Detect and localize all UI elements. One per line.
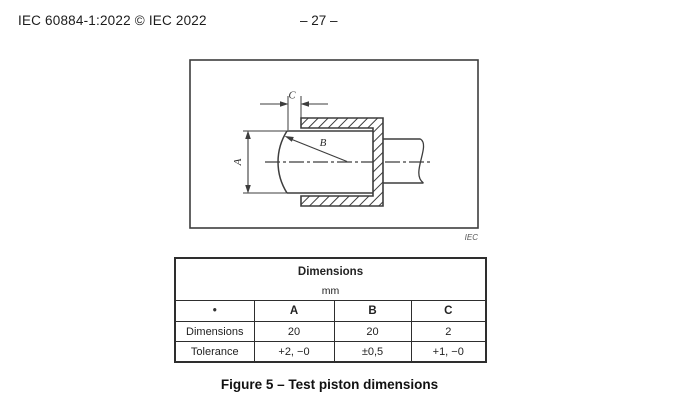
col-header-b: B bbox=[333, 300, 412, 322]
dim-c-arrow-right bbox=[280, 101, 289, 107]
table-row: Dimensions 20 20 2 bbox=[174, 321, 487, 342]
row-label: Dimensions bbox=[174, 321, 255, 342]
sleeve-section-hatched bbox=[300, 117, 384, 207]
cell-a: 20 bbox=[253, 321, 335, 342]
table-unit: mm bbox=[321, 284, 340, 297]
table-title-cell: Dimensions mm bbox=[174, 257, 487, 301]
shaft-break-line bbox=[418, 138, 425, 184]
cell-c: 2 bbox=[410, 321, 487, 342]
dim-c-label: C bbox=[288, 91, 296, 102]
dim-a-arrow-up bbox=[245, 130, 251, 139]
row-label: Tolerance bbox=[174, 341, 255, 363]
dim-b-arrow bbox=[284, 136, 294, 142]
dim-a-label: A bbox=[232, 158, 244, 166]
dim-a-arrow-down bbox=[245, 185, 251, 194]
dim-b-leader bbox=[291, 138, 348, 163]
dimensions-table: Dimensions mm • A B C Dimensions 20 20 2… bbox=[174, 257, 487, 363]
piston-rounded-tip bbox=[277, 130, 288, 194]
dim-c-arrow-left bbox=[300, 101, 309, 107]
test-piston-figure: A C B IEC bbox=[189, 59, 479, 242]
table-title: Dimensions bbox=[297, 265, 364, 278]
table-header-row: • A B C bbox=[174, 300, 487, 322]
col-header-corner: • bbox=[174, 300, 255, 322]
figure-frame bbox=[189, 59, 479, 229]
figure-caption: Figure 5 – Test piston dimensions bbox=[220, 377, 439, 392]
col-header-c: C bbox=[410, 300, 487, 322]
cell-a: +2, −0 bbox=[253, 341, 335, 363]
iec-credit: IEC bbox=[465, 233, 479, 242]
cell-c: +1, −0 bbox=[410, 341, 487, 363]
cell-b: ±0,5 bbox=[333, 341, 412, 363]
page-number: – 27 – bbox=[300, 13, 338, 28]
cell-b: 20 bbox=[333, 321, 412, 342]
document-reference: IEC 60884-1:2022 © IEC 2022 bbox=[18, 13, 207, 28]
col-header-a: A bbox=[253, 300, 335, 322]
dim-b-label: B bbox=[320, 137, 327, 149]
table-row: Tolerance +2, −0 ±0,5 +1, −0 bbox=[174, 341, 487, 363]
